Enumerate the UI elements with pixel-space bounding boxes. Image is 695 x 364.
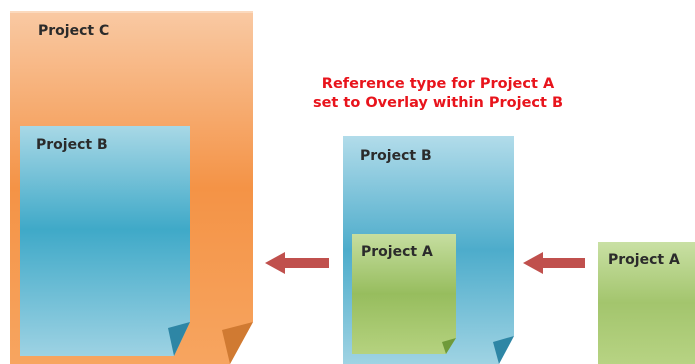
- project-b-nested-page: Project B: [20, 126, 190, 356]
- arrow-left-icon: [265, 252, 329, 274]
- project-a-title: Project A: [608, 252, 680, 268]
- project-c-title: Project C: [38, 23, 110, 39]
- caption: Reference type for Project A set to Over…: [268, 75, 608, 113]
- arrow-right-side-icon: [523, 252, 585, 274]
- project-b-title: Project B: [360, 148, 432, 164]
- project-a-nested-page: Project A: [352, 234, 456, 354]
- project-a-nested-title: Project A: [361, 244, 433, 260]
- caption-line-1: Reference type for Project A: [321, 76, 555, 92]
- project-a-page: Project A: [598, 242, 695, 364]
- project-b-nested-title: Project B: [36, 137, 108, 153]
- caption-line-2: set to Overlay within Project B: [312, 95, 564, 111]
